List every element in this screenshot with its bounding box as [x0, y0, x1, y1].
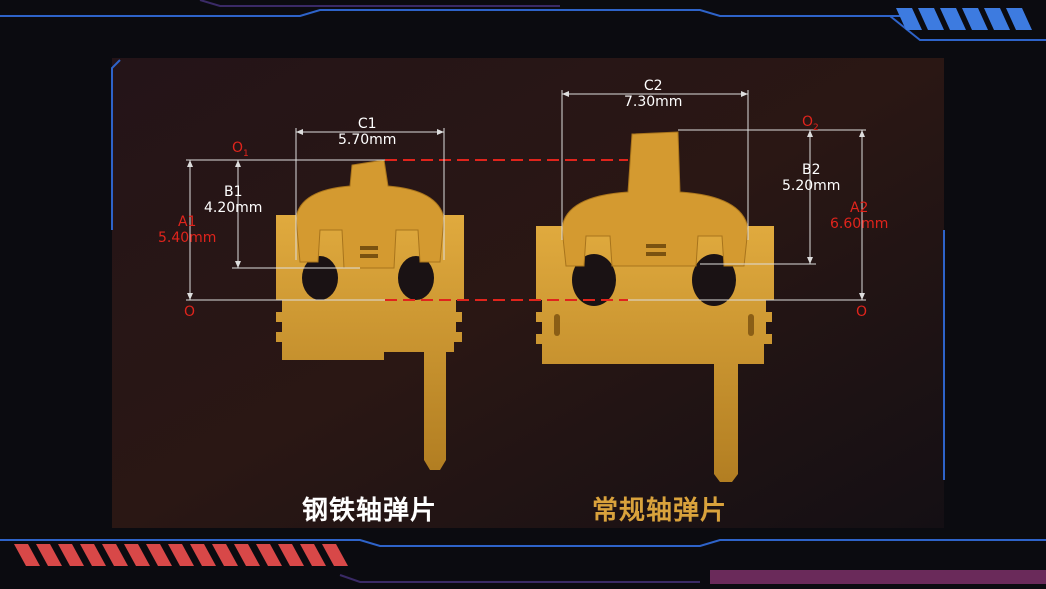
- o-right-point-label: O: [856, 304, 868, 320]
- right-spring-plate-illustration: [536, 131, 774, 482]
- b1-label: B1: [223, 184, 243, 200]
- stripes-top-right: [896, 8, 1032, 30]
- c2-dimension-label: C2 7.30mm: [624, 78, 682, 110]
- left-spring-plate-illustration: [276, 159, 464, 470]
- b1-dimension-label: B1 4.20mm: [204, 184, 262, 216]
- c2-label: C2: [643, 78, 663, 94]
- o-left-point-label: O: [184, 304, 196, 320]
- a2-label: A2: [849, 200, 869, 216]
- o2-point-label: O2: [802, 114, 819, 133]
- b2-value: 5.20mm: [782, 178, 841, 194]
- stripes-bottom-left: [14, 544, 348, 566]
- a2-value: 6.60mm: [830, 216, 889, 232]
- right-part-caption: 常规轴弹片: [592, 496, 728, 526]
- a1-value: 5.40mm: [158, 230, 217, 246]
- c1-value: 5.70mm: [338, 132, 397, 148]
- a2-dimension-label: A2 6.60mm: [830, 200, 888, 232]
- c1-label: C1: [357, 116, 377, 132]
- a1-label: A1: [177, 214, 197, 230]
- left-part-caption: 钢铁轴弹片: [302, 496, 438, 526]
- a1-dimension-label: A1 5.40mm: [158, 214, 216, 246]
- b2-label: B2: [801, 162, 821, 178]
- b2-dimension-label: B2 5.20mm: [782, 162, 840, 194]
- c2-value: 7.30mm: [624, 94, 683, 110]
- c1-dimension-label: C1 5.70mm: [338, 116, 396, 148]
- o1-point-label: O1: [232, 140, 249, 159]
- b1-value: 4.20mm: [204, 200, 263, 216]
